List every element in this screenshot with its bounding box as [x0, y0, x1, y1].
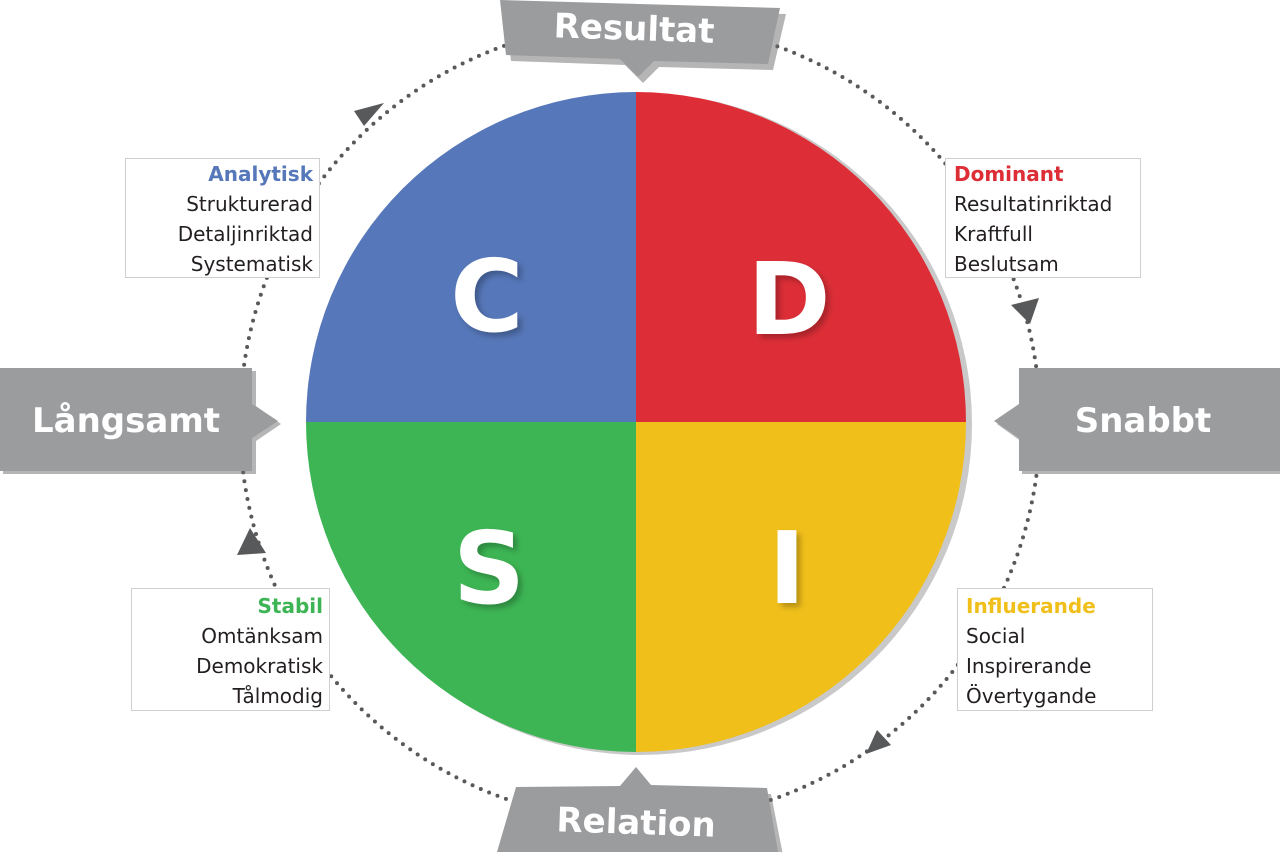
arrow-down-right-icon [1011, 298, 1039, 324]
box-analytisk-title: Analytisk [208, 162, 313, 186]
letter-d: D [747, 241, 830, 358]
box-stabil-title: Stabil [257, 594, 324, 618]
arrow-up-right-icon [354, 103, 384, 126]
box-influerande-title: Influerande [966, 594, 1096, 618]
quadrant-i[interactable] [636, 422, 966, 752]
quadrant-s[interactable] [306, 422, 636, 752]
axis-tag-bottom: Relation [497, 767, 783, 852]
arrow-down-left-icon [866, 730, 891, 754]
disc-pie [306, 92, 966, 752]
letter-s: S [453, 510, 525, 627]
axis-label-top: Resultat [553, 6, 715, 52]
box-influerande-trait: Inspirerande [966, 654, 1092, 678]
box-stabil-trait: Tålmodig [232, 684, 323, 708]
box-analytisk: Analytisk Strukturerad Detaljinriktad Sy… [125, 158, 320, 278]
box-dominant-trait: Kraftfull [954, 222, 1033, 246]
quadrant-d[interactable] [636, 92, 966, 422]
box-analytisk-trait: Detaljinriktad [177, 222, 313, 246]
axis-label-left: Långsamt [32, 401, 220, 441]
axis-tag-left: Långsamt [0, 368, 281, 474]
letter-c: C [450, 238, 523, 355]
axis-tag-right: Snabbt [994, 368, 1280, 474]
box-stabil-trait: Omtänksam [201, 624, 323, 648]
box-dominant: Dominant Resultatinriktad Kraftfull Besl… [945, 158, 1141, 278]
box-analytisk-trait: Systematisk [190, 252, 313, 276]
box-analytisk-trait: Strukturerad [186, 192, 313, 216]
box-stabil-trait: Demokratisk [196, 654, 323, 678]
box-dominant-trait: Beslutsam [954, 252, 1059, 276]
box-influerande-trait: Social [966, 624, 1026, 648]
letter-i: I [768, 510, 805, 627]
axis-tag-top: Resultat [500, 0, 786, 83]
axis-label-bottom: Relation [556, 800, 717, 846]
quadrant-c[interactable] [306, 92, 636, 422]
axis-label-right: Snabbt [1075, 401, 1212, 441]
box-dominant-title: Dominant [954, 162, 1064, 186]
box-dominant-trait: Resultatinriktad [954, 192, 1113, 216]
box-influerande: Influerande Social Inspirerande Övertyga… [957, 588, 1153, 711]
box-influerande-trait: Övertygande [966, 684, 1097, 708]
box-stabil: Stabil Omtänksam Demokratisk Tålmodig [131, 588, 330, 711]
arrow-up-left-icon [237, 528, 266, 555]
